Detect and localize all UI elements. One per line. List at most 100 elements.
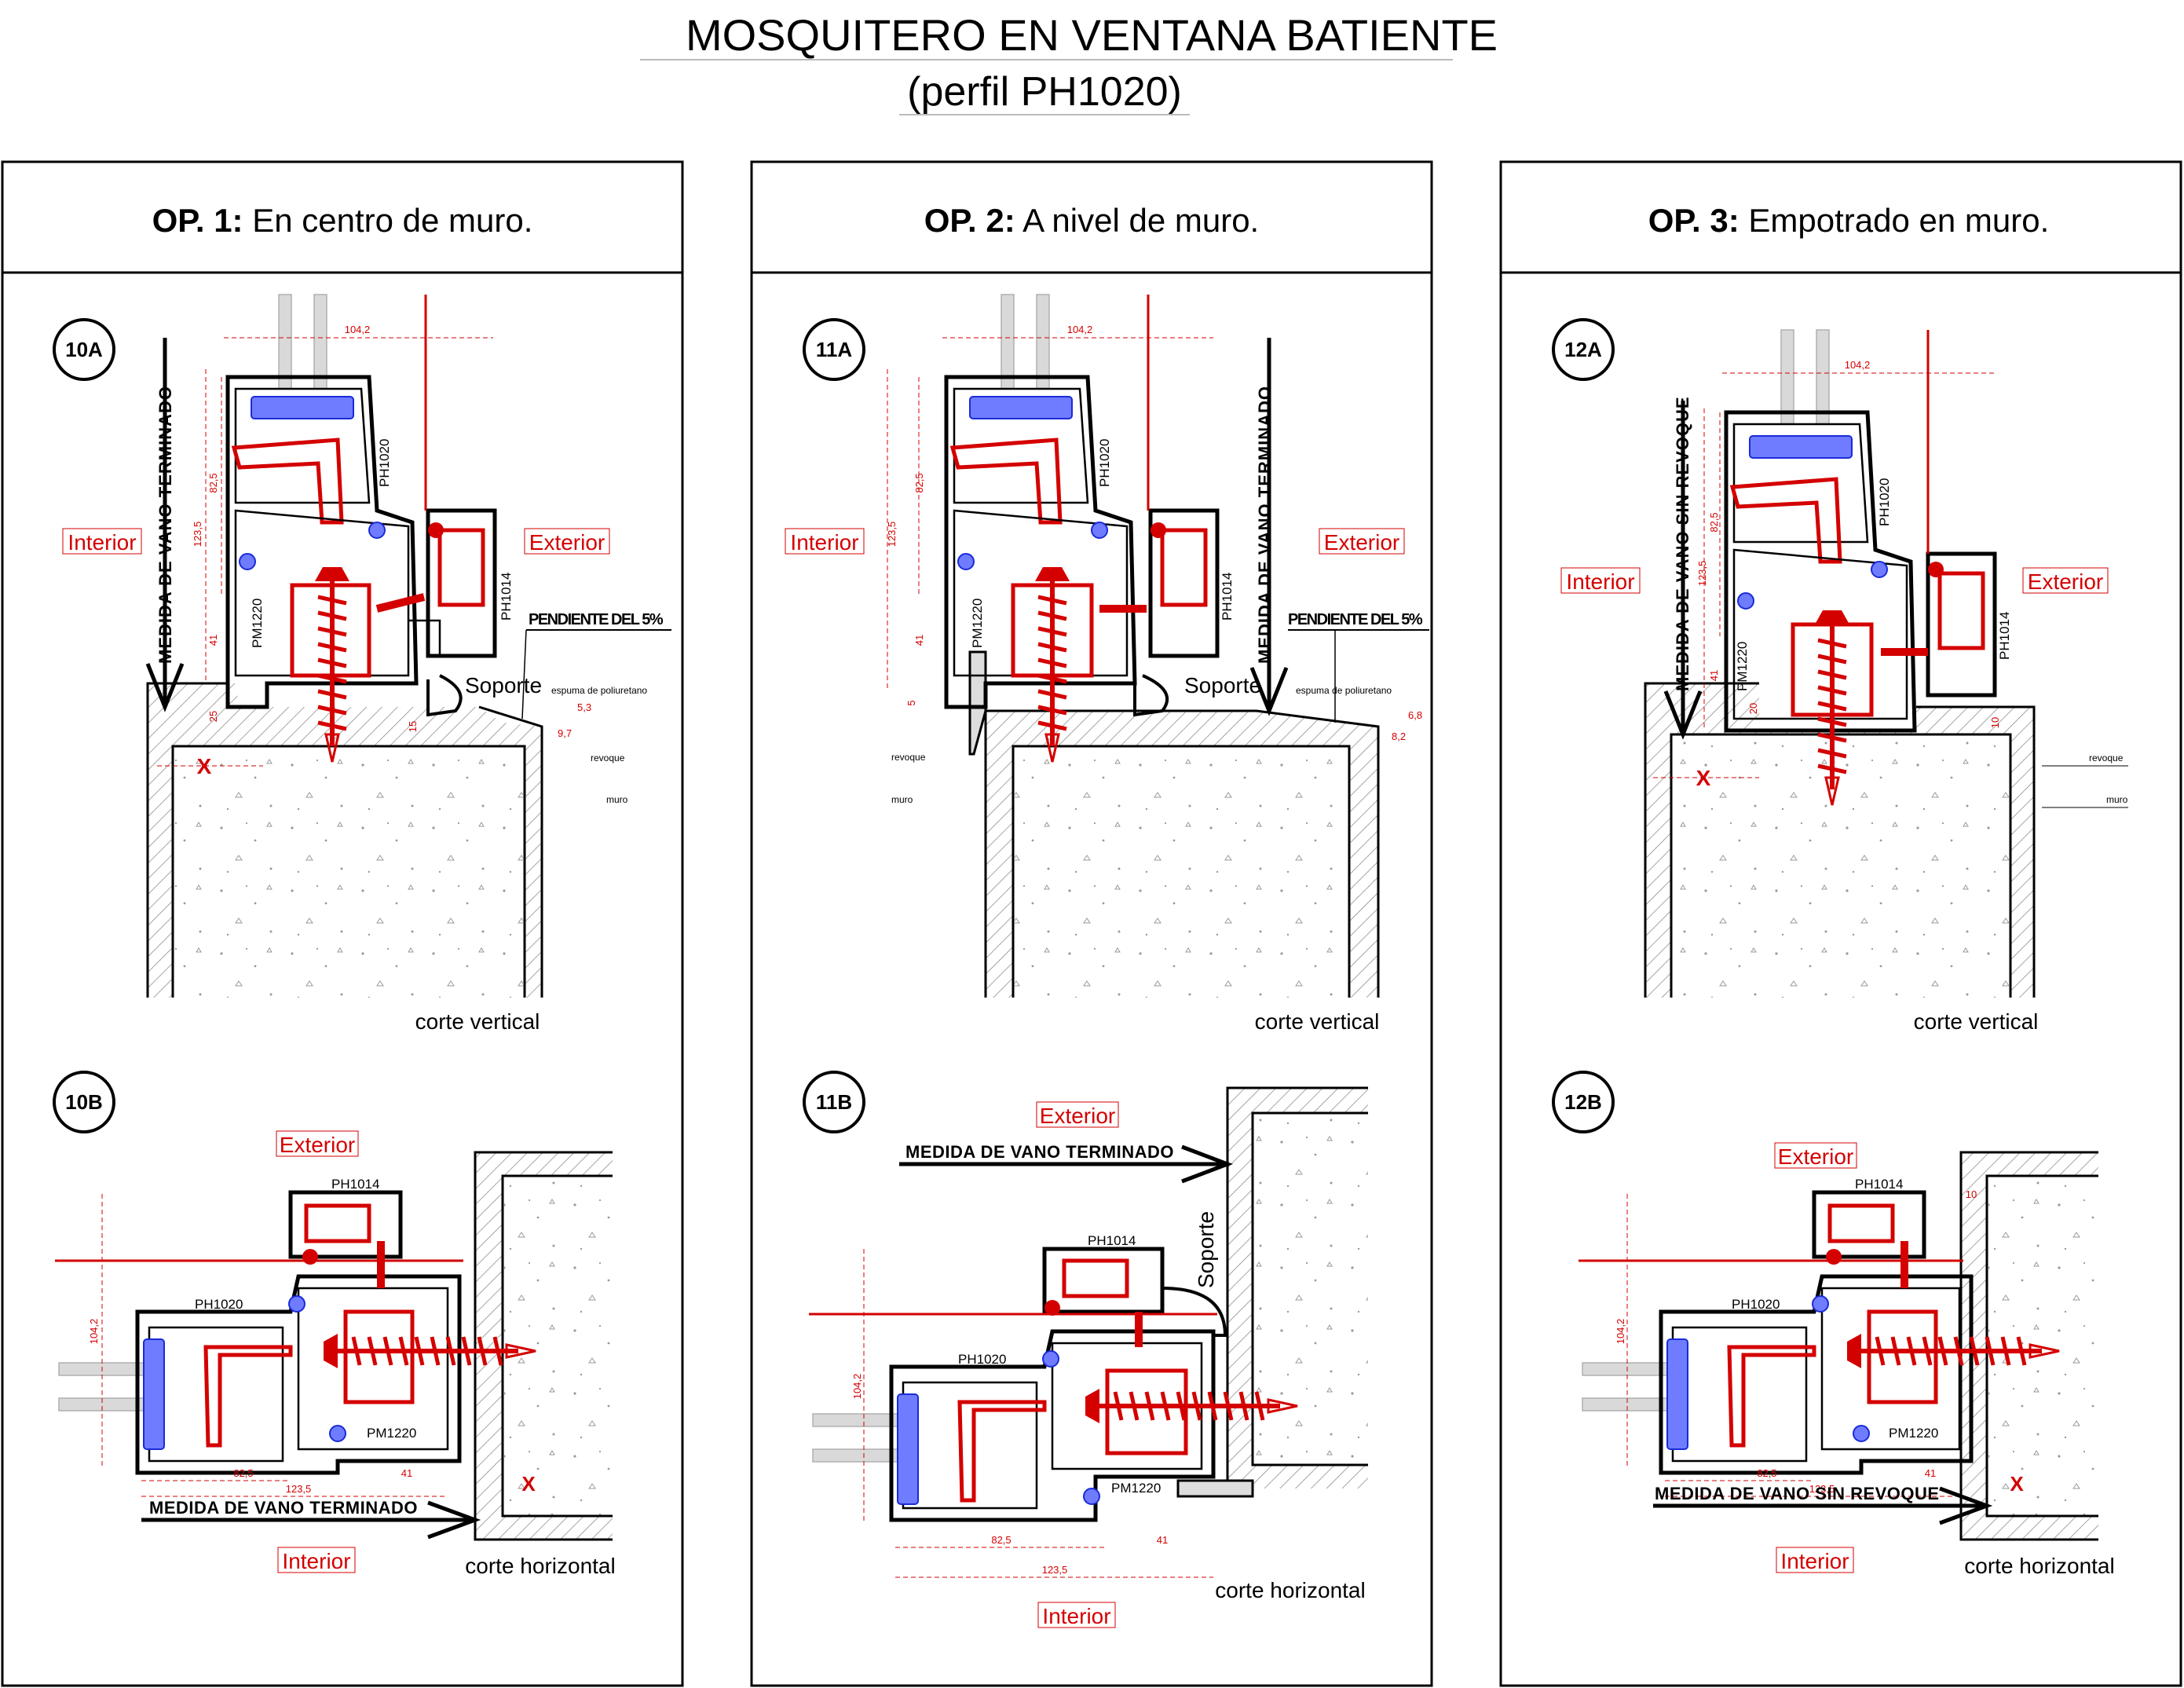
label-ph1014-11a: PH1014 bbox=[1220, 573, 1235, 621]
dim-82-5-12a: 82,5 bbox=[1708, 512, 1720, 532]
interior-box-12a bbox=[1560, 567, 1641, 594]
panel-op3-op-text: Empotrado en muro. bbox=[1740, 202, 2050, 239]
dim-10-12b: 10 bbox=[1966, 1188, 1977, 1200]
window-profile-12b bbox=[1579, 1190, 1974, 1475]
label-ph1020-10a: PH1020 bbox=[377, 439, 392, 487]
badge-11a: 11A bbox=[816, 338, 852, 361]
pendiente-leader-2-10a bbox=[521, 629, 527, 720]
badge-10b-circle bbox=[53, 1071, 115, 1133]
panel-op3-heading: OP. 3: Empotrado en muro. bbox=[1648, 202, 2049, 239]
dim-6-8-11a: 6,8 bbox=[1408, 709, 1422, 721]
wall-section-11b bbox=[1176, 1086, 1368, 1498]
badge-10a-circle bbox=[53, 318, 115, 381]
dim-41-11b: 41 bbox=[1157, 1534, 1168, 1546]
label-ph1014-12b: PH1014 bbox=[1855, 1177, 1903, 1192]
measure-arrowhead-12a bbox=[1663, 690, 1703, 740]
label-ph1014-11b: PH1014 bbox=[1088, 1233, 1136, 1248]
measure-label-12a: MEDIDA DE VANO SIN REVOQUE bbox=[1673, 396, 1692, 691]
cut-horizontal-11b: corte horizontal bbox=[1215, 1578, 1365, 1602]
interior-box-11b bbox=[1037, 1602, 1116, 1628]
panel-op1: OP. 1: En centro de muro. 10A bbox=[1, 160, 684, 1687]
dim-41-b: 41 bbox=[401, 1467, 412, 1479]
cut-horizontal-12b: corte horizontal bbox=[1964, 1554, 2114, 1578]
dim-10-12a: 10 bbox=[1989, 717, 2001, 728]
badge-11b: 11B bbox=[816, 1090, 852, 1114]
panel-op1-frame bbox=[1, 160, 684, 1687]
exterior-box-10b bbox=[276, 1130, 359, 1157]
measure-label-11a: MEDIDA DE VANO TERMINADO bbox=[1255, 386, 1275, 664]
dim-41-12b: 41 bbox=[1925, 1467, 1936, 1479]
label-soporte-10a: Soporte bbox=[465, 673, 542, 698]
label-ph1014-10a: PH1014 bbox=[499, 573, 514, 621]
measure-arrowhead-10a bbox=[145, 663, 185, 712]
dim-15: 15 bbox=[407, 721, 419, 732]
cut-vertical-11a: corte vertical bbox=[1255, 1009, 1380, 1034]
panel-op1-op-text: En centro de muro. bbox=[243, 202, 533, 239]
dim-104-2-11b: 104,2 bbox=[851, 1374, 863, 1400]
interior-box-10b bbox=[277, 1547, 356, 1573]
dims-12a: 104,2 123,5 82,5 41 20 10 bbox=[1653, 359, 2001, 778]
dims-11a: 104,2 123,5 82,5 41 5 6,8 8,2 bbox=[886, 324, 1422, 742]
window-profile-12a bbox=[1724, 329, 1997, 733]
badge-12b: 12B bbox=[1564, 1090, 1602, 1114]
dim-25: 25 bbox=[207, 711, 219, 722]
window-profile-11a bbox=[944, 294, 1220, 717]
label-muro-10a: muro bbox=[606, 794, 628, 805]
label-pendiente-11a: PENDIENTE DEL 5% bbox=[1288, 611, 1423, 628]
label-ph1014-12a: PH1014 bbox=[1997, 612, 2012, 660]
label-x-12a: X bbox=[1696, 766, 1711, 790]
label-interior-10b: Interior bbox=[282, 1549, 350, 1573]
cut-vertical-10a: corte vertical bbox=[415, 1009, 540, 1034]
dims-10b: 104,2 82,5 123,5 41 bbox=[88, 1194, 448, 1497]
page-subtitle: (perfil PH1020) bbox=[907, 69, 1182, 115]
dim-9-7: 9,7 bbox=[558, 727, 572, 739]
dim-123-5: 123,5 bbox=[192, 522, 203, 547]
window-profile-10b bbox=[55, 1190, 463, 1475]
label-pm1220-12a: PM1220 bbox=[1735, 642, 1750, 691]
dim-104-2-11a: 104,2 bbox=[1067, 324, 1093, 335]
interior-box-12b bbox=[1776, 1547, 1854, 1573]
dim-123-5-12b: 123,5 bbox=[1809, 1483, 1835, 1495]
label-interior-12a: Interior bbox=[1566, 569, 1634, 594]
badge-12b-circle bbox=[1552, 1071, 1615, 1133]
dim-123-5-12a: 123,5 bbox=[1696, 561, 1708, 587]
badge-10a: 10A bbox=[65, 338, 103, 361]
badge-10b: 10B bbox=[65, 1090, 103, 1114]
label-muro-11a: muro bbox=[891, 794, 913, 805]
dim-104-2-12a: 104,2 bbox=[1845, 359, 1871, 371]
panel-op1-heading: OP. 1: En centro de muro. bbox=[152, 202, 533, 239]
label-exterior-11a: Exterior bbox=[1324, 530, 1399, 555]
wall-section-11a bbox=[968, 650, 1380, 998]
measure-label-12b: MEDIDA DE VANO SIN REVOQUE bbox=[1655, 1484, 1940, 1503]
dim-123-5-11b: 123,5 bbox=[1042, 1564, 1068, 1576]
dim-41-12a: 41 bbox=[1708, 670, 1720, 681]
label-pendiente-10a: PENDIENTE DEL 5% bbox=[529, 611, 664, 628]
exterior-box-11b bbox=[1036, 1101, 1119, 1128]
cut-vertical-12a: corte vertical bbox=[1914, 1009, 2039, 1034]
badge-11a-circle bbox=[803, 318, 865, 381]
measure-label-11b: MEDIDA DE VANO TERMINADO bbox=[905, 1142, 1174, 1162]
dim-104-2-b: 104,2 bbox=[88, 1319, 100, 1345]
measure-arrowhead-11a bbox=[1249, 667, 1289, 716]
page-title: MOSQUITERO EN VENTANA BATIENTE bbox=[686, 10, 1498, 60]
label-pm1220-12b: PM1220 bbox=[1889, 1426, 1938, 1441]
label-x-10a: X bbox=[197, 754, 212, 778]
label-interior-10a: Interior bbox=[68, 530, 136, 555]
label-muro-12a: muro bbox=[2106, 794, 2128, 805]
dim-5-3: 5,3 bbox=[577, 701, 591, 713]
measure-arrowhead-11b bbox=[1181, 1144, 1234, 1184]
label-pm1220-11b: PM1220 bbox=[1111, 1481, 1161, 1496]
badge-12a: 12A bbox=[1564, 338, 1602, 361]
wall-section-10b bbox=[474, 1151, 613, 1541]
dims-11b: 104,2 82,5 123,5 41 bbox=[851, 1249, 1213, 1578]
badge-11b-circle bbox=[803, 1071, 865, 1133]
panel-op2-op-text: A nivel de muro. bbox=[1015, 202, 1260, 239]
label-espuma-10a: espuma de poliuretano bbox=[551, 685, 647, 696]
interior-box-11a bbox=[785, 528, 865, 555]
exterior-box-12b bbox=[1774, 1142, 1857, 1169]
label-pm1220-11a: PM1220 bbox=[970, 599, 985, 648]
exterior-box-10a bbox=[524, 528, 610, 555]
label-exterior-11b: Exterior bbox=[1040, 1104, 1115, 1128]
label-revoque-10a: revoque bbox=[591, 752, 625, 763]
label-interior-12b: Interior bbox=[1780, 1549, 1849, 1573]
